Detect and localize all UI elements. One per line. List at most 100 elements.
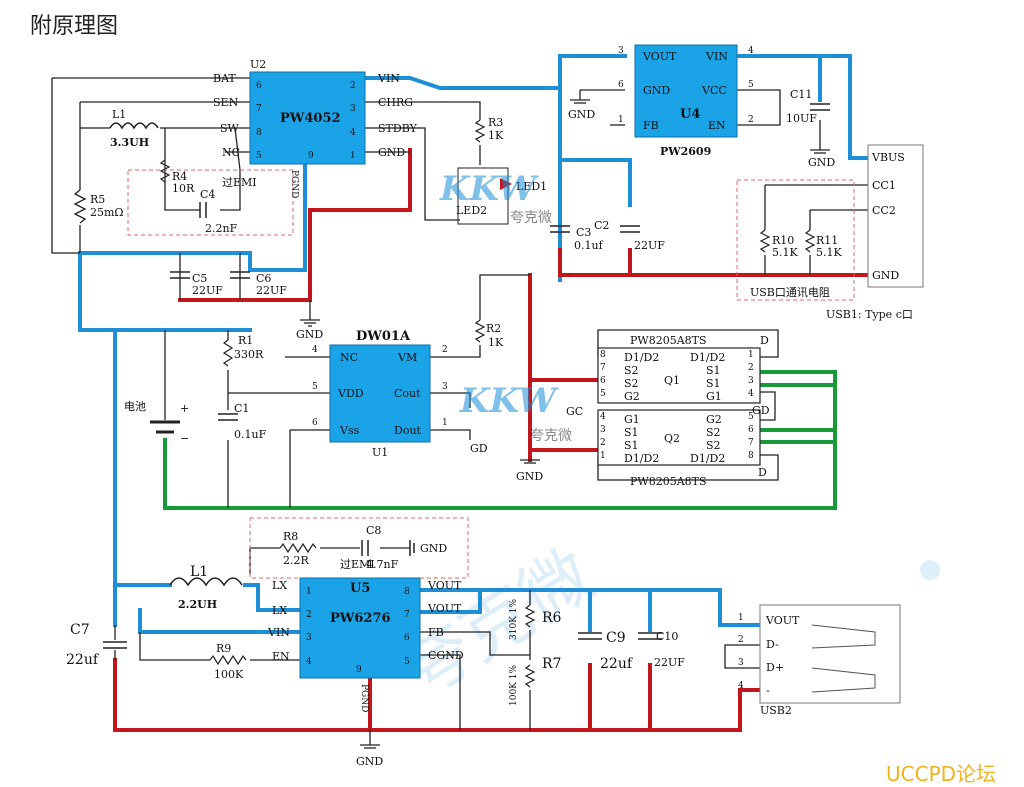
vdd-wire — [227, 392, 330, 508]
led1-label: LED1 — [516, 180, 547, 193]
c3-val: 0.1uf — [574, 239, 604, 252]
watermark-logo-2: KKW — [459, 381, 559, 421]
r1-val: 330R — [234, 348, 264, 361]
r8-ref: R8 — [283, 530, 298, 543]
usb2-pinnum-3: 3 — [738, 658, 744, 668]
q1-pinnum-4: 4 — [748, 389, 754, 399]
c6-ref: C6 — [256, 272, 271, 285]
u4-pin-en: EN — [708, 119, 726, 132]
bat-down-wire — [78, 251, 252, 332]
u4-pin-vout: VOUT — [642, 50, 677, 63]
q2-pinnum-7: 7 — [748, 438, 754, 448]
r2-ref: R2 — [486, 322, 501, 335]
q2-pin-g1: G1 — [624, 413, 640, 426]
resistor-r6: R6 310K 1% — [509, 599, 562, 640]
q1-mosfet: PW8205A8TS D1/D2 S2 S2 G2 D1/D2 S1 S1 G1… — [597, 334, 769, 404]
q1-d-wire — [597, 329, 779, 358]
q1-pinnum-8: 8 — [600, 350, 606, 360]
usb-resistor-box-label: USB口通讯电阻 — [750, 286, 830, 299]
u5-pinnum-1: 1 — [306, 587, 312, 597]
emi-bottom-label: 过EMI — [340, 558, 375, 571]
gnd-label-1: GND — [296, 328, 323, 341]
u5-pinnum-2: 2 — [306, 610, 312, 620]
c6-val: 22UF — [256, 284, 287, 297]
q2-pin-s2a: S2 — [706, 426, 721, 439]
r9-ref: R9 — [216, 642, 231, 655]
r3-ref: R3 — [488, 116, 503, 129]
u2-pin-bat: BAT — [213, 72, 236, 85]
usb2-data-wire — [724, 644, 760, 669]
q2-pinnum-5: 5 — [748, 412, 754, 422]
u1-pin-vm: VM — [397, 351, 417, 364]
q1-pinnum-1: 1 — [748, 350, 754, 360]
q2-pinnum-2: 2 — [600, 438, 606, 448]
u2-pinnum-4: 4 — [350, 128, 356, 138]
u1-pinnum-3: 3 — [442, 382, 448, 392]
u2-chip: U2 PW4052 BAT SEN SW NC 6 7 8 5 VIN CHRG… — [213, 58, 418, 198]
q1-pin-s2a: S2 — [624, 364, 639, 377]
u5-pinnum-9: 9 — [356, 665, 362, 675]
capacitor-c1: C1 0.1uF — [218, 402, 267, 441]
capacitor-c6: C6 22UF — [230, 271, 287, 297]
c8-gnd: GND — [420, 542, 447, 555]
watermark-name-1: 夸克微 — [510, 210, 552, 226]
l1-top-ref: L1 — [112, 108, 126, 121]
u1-pin-nc: NC — [340, 351, 358, 364]
l1-top-val: 3.3UH — [110, 136, 149, 149]
usb-resistor-box — [736, 179, 855, 301]
gnd-symbol-5: GND — [356, 744, 383, 768]
resistor-r8: R8 2.2R — [279, 530, 317, 567]
u5-pgnd: PGND — [359, 684, 369, 712]
u5-pin-en: EN — [272, 650, 290, 663]
q1-pinnum-3: 3 — [748, 376, 754, 386]
resistor-r9: R9 100K — [209, 642, 247, 681]
q2-part: PW8205A8TS — [630, 475, 707, 488]
q1-pinnum-5: 5 — [600, 389, 606, 399]
resistor-r7: R7 100K 1% — [509, 656, 561, 706]
battery-label: 电池 — [124, 400, 146, 413]
u4-pinnum-6: 6 — [618, 80, 624, 90]
page-title: 附原理图 — [30, 14, 119, 39]
r3-val: 1K — [488, 129, 504, 142]
u4-pinnum-2: 2 — [748, 115, 754, 125]
usb1-gnd: GND — [872, 269, 899, 282]
u4-pinnum-4: 4 — [748, 46, 754, 56]
cc2-wire — [809, 209, 868, 275]
u5-pin-cgnd: CGND — [428, 649, 464, 662]
u2-pinnum-3: 3 — [350, 104, 356, 114]
q2-d-label: D — [758, 466, 767, 479]
gc-label: GC — [566, 405, 583, 418]
q-source-wire — [528, 378, 600, 452]
usb2-pinnum-1: 1 — [738, 613, 744, 623]
gnd-symbol-1: GND — [296, 319, 323, 341]
r5-val: 25mΩ — [90, 206, 124, 219]
u5-pinnum-8: 8 — [404, 587, 410, 597]
vm-wire — [430, 274, 530, 358]
snubber-wire — [164, 127, 241, 211]
q2-pinnum-3: 3 — [600, 425, 606, 435]
u4-vcc-en-wire — [737, 89, 781, 126]
r10-val: 5.1K — [772, 246, 798, 259]
q2-pin-d-right: D1/D2 — [690, 452, 725, 465]
r7-val: 100K 1% — [509, 665, 519, 706]
q2-pin-s1a: S1 — [624, 426, 639, 439]
capacitor-c9: C9 22uf — [578, 630, 634, 672]
q-gate-link-wire — [760, 391, 776, 421]
c5-val: 22UF — [192, 284, 223, 297]
u1-pin-vdd: VDD — [337, 387, 364, 400]
battery-minus: − — [180, 432, 189, 445]
cc1-wire — [764, 184, 868, 275]
u1-pin-dout: Dout — [394, 424, 422, 437]
c1-val: 0.1uF — [234, 428, 267, 441]
c8-ref: C8 — [366, 524, 381, 537]
q1-pinnum-7: 7 — [600, 363, 606, 373]
u4-name: PW2609 — [660, 145, 711, 158]
q1-pin-d-right: D1/D2 — [690, 351, 725, 364]
u2-pin-sw: SW — [220, 122, 240, 135]
sen-wire — [79, 101, 250, 253]
usb2-pin-dm: D- — [766, 638, 779, 651]
capacitor-c2: C2 22UF — [594, 219, 665, 252]
q1-pinnum-6: 6 — [600, 376, 606, 386]
c2-val: 22UF — [634, 239, 665, 252]
gd-label-left: GD — [470, 442, 488, 455]
